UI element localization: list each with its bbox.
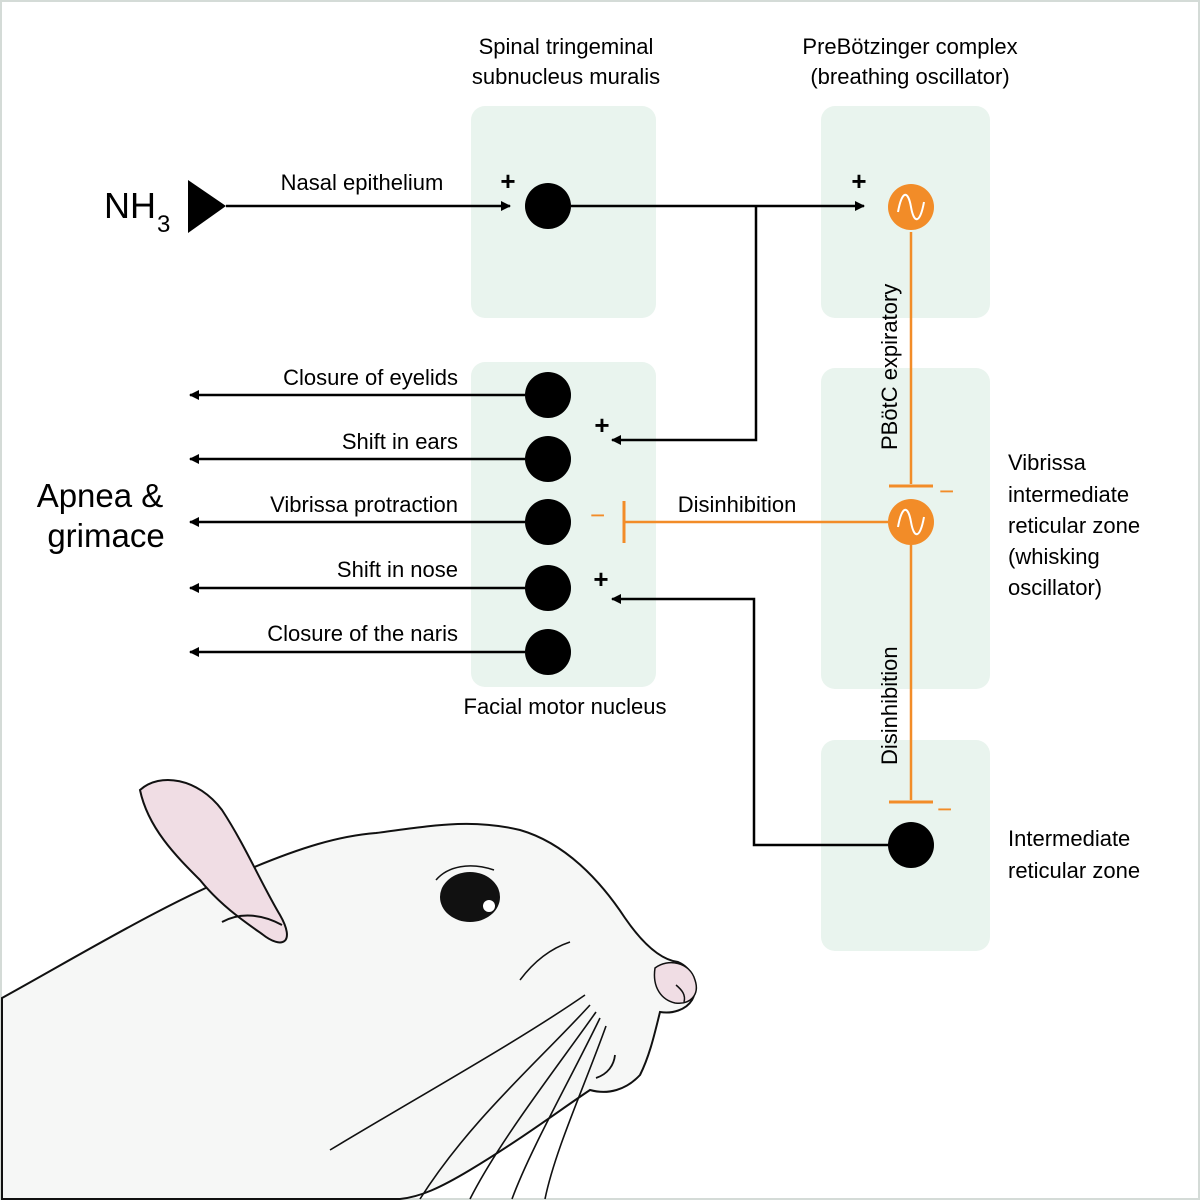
output-label: Closure of eyelids xyxy=(283,365,458,390)
facial-neuron-naris xyxy=(525,629,571,675)
stimulus-triangle-icon xyxy=(188,180,226,233)
apnea-grimace-label-line2: grimace xyxy=(47,517,164,554)
vibrissa-irt-line5: oscillator) xyxy=(1008,575,1102,600)
facial-neuron-nose xyxy=(525,565,571,611)
facial-excitatory-sign-lower: + xyxy=(593,564,608,594)
vibrissa-irt-line2: intermediate xyxy=(1008,482,1129,507)
rat-cheek xyxy=(519,941,571,981)
whisking-oscillator-icon xyxy=(888,499,934,545)
rat-whiskers xyxy=(329,994,607,1200)
trigeminal-title-line1: Spinal tringeminal xyxy=(479,34,654,59)
prebotc-excitatory-sign: + xyxy=(851,166,866,196)
facial-neuron-eyelids xyxy=(525,372,571,418)
trigeminal-excitatory-sign: + xyxy=(500,166,515,196)
irt-label-line2: reticular zone xyxy=(1008,858,1140,883)
rat-eyelid xyxy=(435,865,495,881)
rat-eye-highlight xyxy=(483,900,495,912)
rat-nostril xyxy=(675,984,686,1003)
stimulus-symbol: NH xyxy=(104,185,156,226)
vibrissa-irt-line4: (whisking xyxy=(1008,544,1100,569)
vertical-disinhibition-label: Disinhibition xyxy=(877,646,902,765)
irt-neuron xyxy=(888,822,934,868)
whisking-inhibitory-sign: − xyxy=(937,794,952,824)
output-label: Shift in nose xyxy=(337,557,458,582)
vibrissa-irt-line3: reticular zone xyxy=(1008,513,1140,538)
prebotc-title-line1: PreBötzinger complex xyxy=(802,34,1017,59)
rat-nose-icon xyxy=(653,961,697,1004)
trigeminal-to-facial-arrow xyxy=(611,206,758,445)
irt-to-facial-arrow xyxy=(611,594,889,847)
prebotc-oscillator-icon xyxy=(888,184,934,230)
rat-ear-fold xyxy=(221,914,283,926)
facial-neuron-vibrissa xyxy=(525,499,571,545)
trigeminal-neuron xyxy=(525,183,571,229)
facial-neuron-ears xyxy=(525,436,571,482)
output-label: Shift in ears xyxy=(342,429,458,454)
expiratory-label: PBötC expiratory xyxy=(877,284,902,450)
rat-body xyxy=(1,822,697,1200)
facial-motor-title: Facial motor nucleus xyxy=(464,694,667,719)
disinhibition-label: Disinhibition xyxy=(678,492,797,517)
trigeminal-title-line2: subnucleus muralis xyxy=(472,64,660,89)
stimulus-subscript: 3 xyxy=(157,211,170,238)
rat-eye xyxy=(440,872,500,922)
vibrissa-inhibitory-sign: − xyxy=(590,500,605,530)
rat-head-illustration xyxy=(1,778,697,1200)
rat-ear xyxy=(138,778,288,944)
facial-excitatory-sign-upper: + xyxy=(594,410,609,440)
output-label: Vibrissa protraction xyxy=(270,492,458,517)
irt-label-line1: Intermediate xyxy=(1008,826,1130,851)
expiratory-inhibitory-sign: − xyxy=(939,476,954,506)
output-label: Closure of the naris xyxy=(267,621,458,646)
vibrissa-irt-line1: Vibrissa xyxy=(1008,450,1087,475)
rat-mouth xyxy=(595,1054,616,1079)
apnea-grimace-label-line1: Apnea & xyxy=(37,477,164,514)
prebotc-title-line2: (breathing oscillator) xyxy=(810,64,1009,89)
nasal-epithelium-label: Nasal epithelium xyxy=(281,170,444,195)
